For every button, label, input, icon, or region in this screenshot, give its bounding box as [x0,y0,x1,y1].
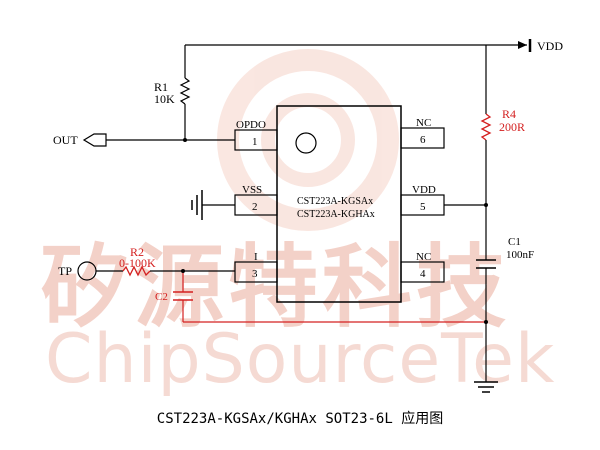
c2-ref: C2 [155,291,168,303]
r4-value: 200R [499,120,525,134]
tp-port-label: TP [58,264,72,278]
diagram-caption: CST223A-KGSAx/KGHAx SOT23-6L 应用图 [156,411,444,427]
out-port-label: OUT [53,133,78,147]
junction-dot [484,320,488,324]
pin-4-name: NC [416,251,431,263]
pin-2-num: 2 [252,201,258,213]
r2-value: 0-100K [119,256,156,270]
pin-1-name: OPDO [236,119,266,131]
pin-2-name: VSS [242,184,262,196]
vdd-port-label: VDD [537,39,563,53]
pin-6-num: 6 [420,134,426,146]
pin-4-box [400,261,445,283]
r2-ref: R2 [130,245,144,259]
vdd-arrow-icon [518,41,527,49]
r1-value: 10K [154,92,175,106]
pin-4-num: 4 [420,268,426,280]
out-port-icon [82,133,107,147]
c1-ref: C1 [508,236,521,248]
junction-dot [183,138,187,142]
c1-value: 100nF [506,249,534,261]
r2-resistor [122,265,151,277]
pin-6-name: NC [416,117,431,129]
pin-3-box [234,261,278,283]
watermark-english: ChipSourceTek [45,320,556,399]
chip-part-line1: CST223A-KGSAx [297,196,373,207]
r1-ref: R1 [154,80,168,94]
pin1-marker [295,132,317,154]
pin-1-num: 1 [252,136,258,148]
pin-3-name: I [254,251,258,263]
pin-5-num: 5 [420,201,426,213]
pin-3-num: 3 [252,268,258,280]
pin-5-name: VDD [412,184,436,196]
r4-resistor [480,113,492,141]
pin-6-box [400,127,445,149]
pin-1-box [234,129,278,151]
tp-pad-icon [77,261,97,281]
r4-ref: R4 [502,107,516,121]
r1-resistor [179,77,191,105]
junction-dot [484,203,488,207]
chip-part-line2: CST223A-KGHAx [297,209,375,220]
junction-dot [181,269,185,273]
